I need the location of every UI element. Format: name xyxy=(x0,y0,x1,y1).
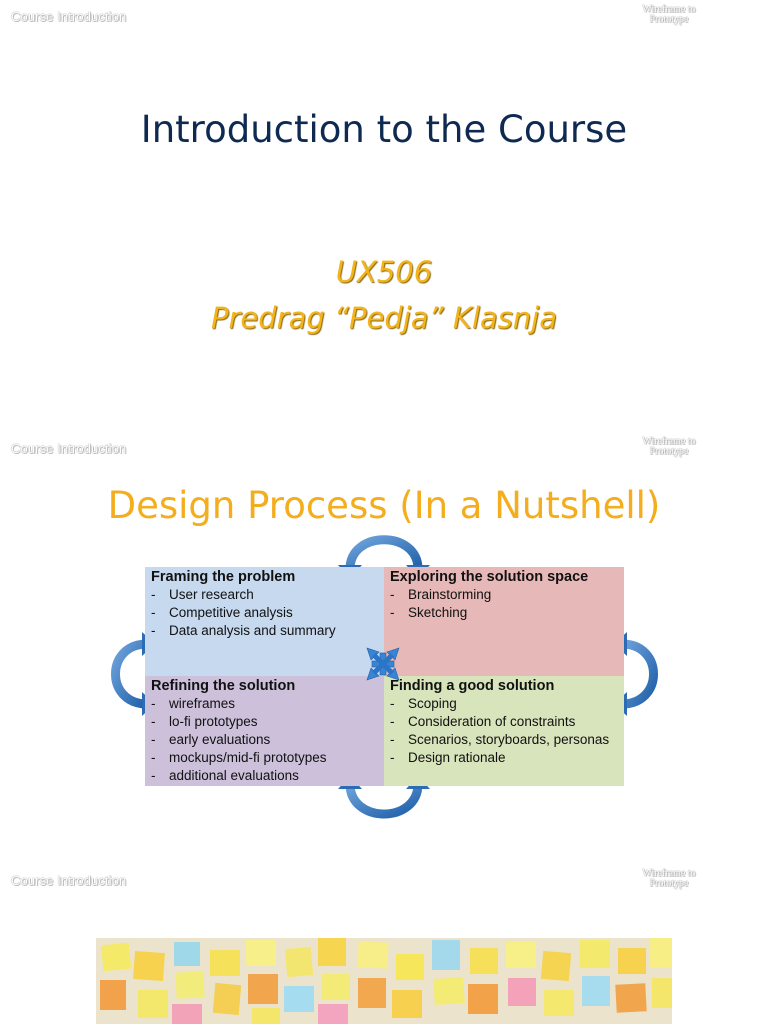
list-item: -lo-fi prototypes xyxy=(151,714,258,729)
list-item: -Scenarios, storyboards, personas xyxy=(390,732,610,747)
list-item: -early evaluations xyxy=(151,732,271,747)
header-course-label: Course Introduction xyxy=(11,9,127,24)
list-item: -wireframes xyxy=(151,696,236,711)
slide-design-process: Course Introduction Wireframe to Prototy… xyxy=(0,432,768,864)
list-item: -additional evaluations xyxy=(151,768,299,783)
quadrant-exploring-solution: Exploring the solution space -Brainstorm… xyxy=(384,567,624,676)
header-logo-line2: Prototype xyxy=(649,14,689,25)
list-item: -Scoping xyxy=(390,696,457,711)
course-code: UX506 xyxy=(335,255,433,289)
list-item: -Sketching xyxy=(390,605,468,620)
list-item: -Data analysis and summary xyxy=(151,623,336,638)
list-item: -Brainstorming xyxy=(390,587,492,602)
quadrant-heading: Finding a good solution xyxy=(390,678,555,694)
header-logo-line1: Wireframe to xyxy=(642,436,696,447)
quadrant-heading: Refining the solution xyxy=(151,678,296,694)
header-course-logo: Wireframe to Prototype xyxy=(634,437,704,457)
list-item: -User research xyxy=(151,587,254,602)
slide-title: Course Introduction Wireframe to Prototy… xyxy=(0,0,768,432)
header-course-logo: Wireframe to Prototype xyxy=(634,5,704,25)
header-logo-line1: Wireframe to xyxy=(642,868,696,879)
list-item: -Consideration of constraints xyxy=(390,714,576,729)
design-process-title: Design Process (In a Nutshell) xyxy=(107,484,661,527)
header-logo-line2: Prototype xyxy=(649,878,689,889)
list-item: -Competitive analysis xyxy=(151,605,293,620)
instructor-name: Predrag “Pedja” Klasnja xyxy=(211,301,557,335)
header-course-label: Course Introduction xyxy=(11,441,127,456)
list-item: -mockups/mid-fi prototypes xyxy=(151,750,327,765)
quadrant-refining-solution: Refining the solution -wireframes -lo-fi… xyxy=(145,676,384,786)
quadrant-heading: Framing the problem xyxy=(151,569,296,585)
header-logo-line2: Prototype xyxy=(649,446,689,457)
quadrant-framing-problem: Framing the problem -User research -Comp… xyxy=(145,567,384,676)
header-course-label: Course Introduction xyxy=(11,873,127,888)
sticky-notes-photo xyxy=(96,938,672,1024)
quadrant-heading: Exploring the solution space xyxy=(390,569,589,585)
cross-arrows-icon xyxy=(366,647,400,681)
slide-sticky-notes: Course Introduction Wireframe to Prototy… xyxy=(0,864,768,1024)
slide-main-title: Introduction to the Course xyxy=(140,108,628,151)
quadrant-finding-solution: Finding a good solution -Scoping -Consid… xyxy=(384,676,624,786)
header-course-logo: Wireframe to Prototype xyxy=(634,869,704,889)
list-item: -Design rationale xyxy=(390,750,506,765)
header-logo-line1: Wireframe to xyxy=(642,4,696,15)
